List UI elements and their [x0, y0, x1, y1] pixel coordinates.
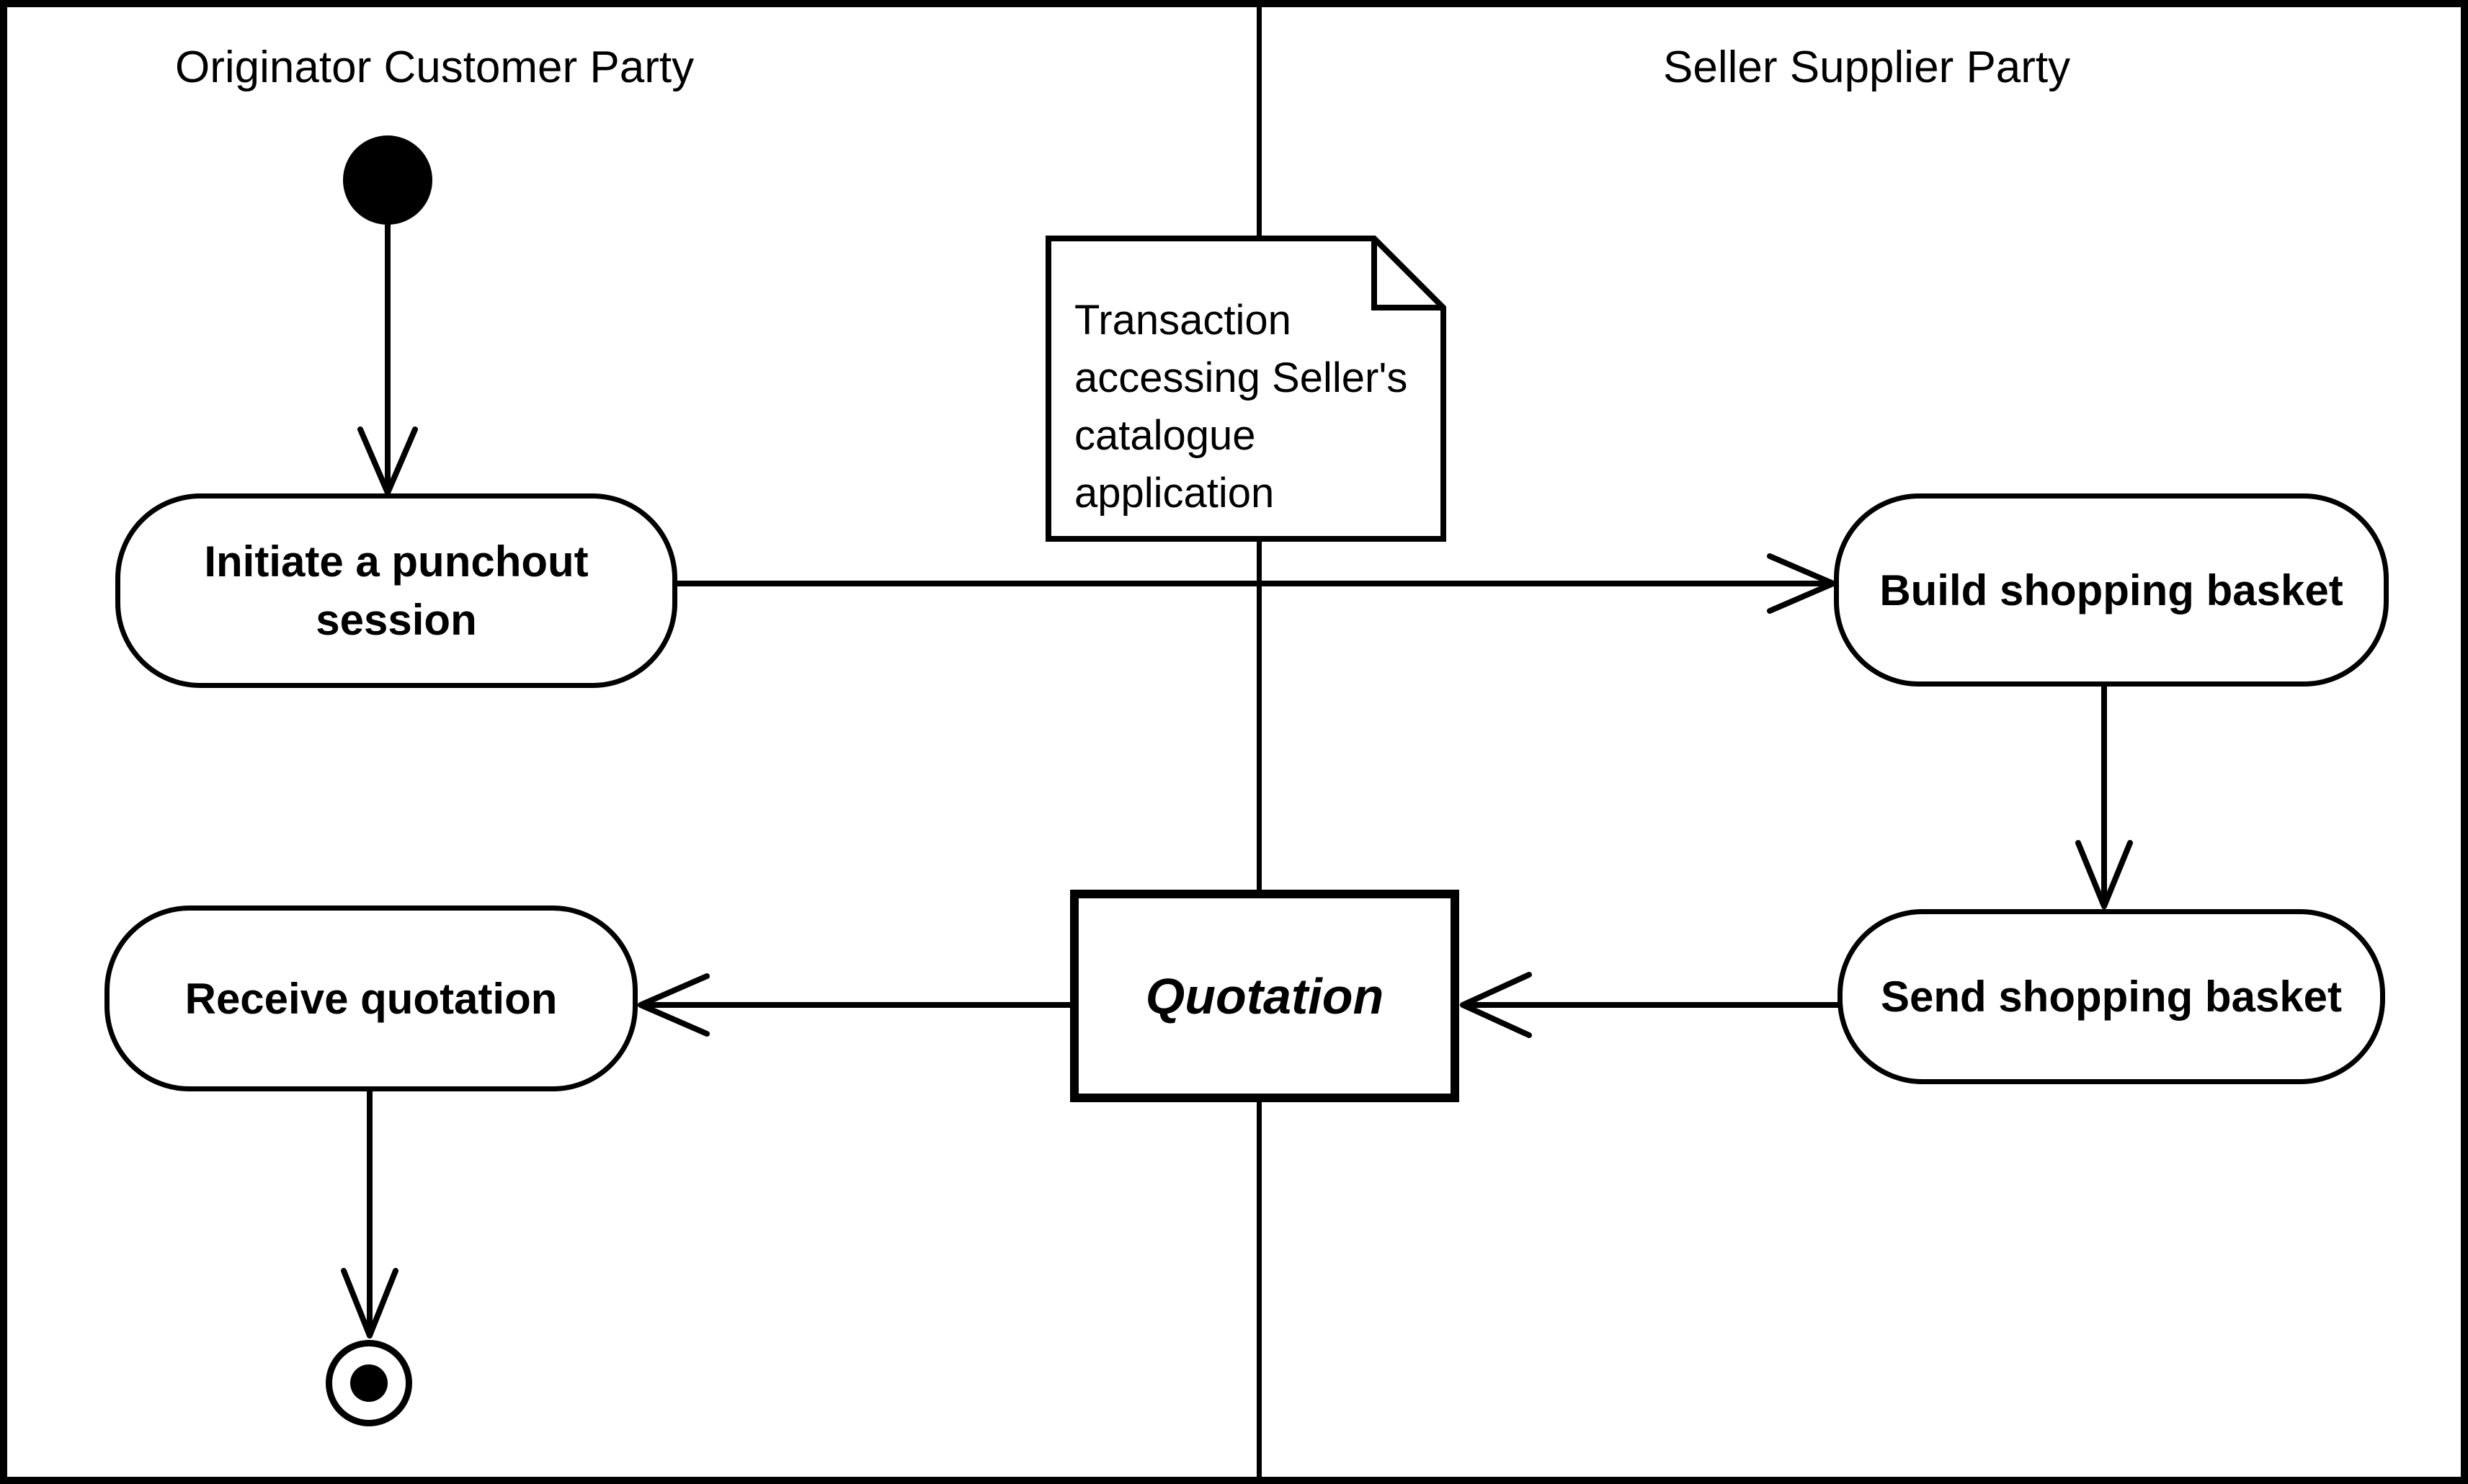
arrowhead-down-icon — [2075, 840, 2133, 909]
note-transaction-comment: Transaction accessing Seller's catalogue… — [1046, 236, 1446, 542]
activity-initiate-punchout-session: Initiate a punchout session — [115, 493, 677, 688]
note-text: Transaction accessing Seller's catalogue… — [1074, 292, 1407, 522]
arrowhead-down-icon — [357, 426, 418, 496]
activity-build-shopping-basket: Build shopping basket — [1834, 493, 2389, 687]
arrowhead-left-icon — [638, 973, 710, 1037]
activity-label: Build shopping basket — [1879, 566, 2343, 614]
arrowhead-left-icon — [1460, 972, 1532, 1038]
initial-state-node — [343, 135, 432, 225]
lane-title-originator: Originator Customer Party — [175, 43, 695, 92]
note-fold-icon — [1371, 238, 1443, 310]
arrowhead-down-icon — [341, 1268, 398, 1338]
swimlane-divider — [1257, 0, 1262, 1484]
activity-send-shopping-basket: Send shopping basket — [1837, 909, 2385, 1084]
activity-label: Send shopping basket — [1880, 973, 2343, 1021]
edge-quotation-to-receive — [638, 973, 1074, 1037]
edge-send-to-quotation — [1460, 972, 1842, 1038]
activity-label: Initiate a punchout session — [204, 537, 589, 644]
note-shape — [1046, 236, 1446, 542]
object-node-quotation: Quotation — [1070, 890, 1459, 1102]
edge-receive-to-end — [341, 1087, 398, 1338]
activity-receive-quotation: Receive quotation — [104, 906, 638, 1091]
arrowhead-right-icon — [1767, 553, 1836, 614]
note-line: accessing Seller's — [1074, 354, 1408, 401]
note-line: application — [1074, 470, 1275, 517]
object-label: Quotation — [1145, 967, 1384, 1024]
final-state-node — [326, 1340, 412, 1426]
note-body — [1046, 236, 1446, 542]
edge-start-to-initiate — [357, 219, 418, 496]
lane-title-seller: Seller Supplier Party — [1663, 43, 2071, 92]
final-state-dot — [350, 1364, 388, 1402]
note-line: Transaction — [1074, 297, 1291, 344]
edge-initiate-to-build — [671, 553, 1836, 614]
edge-build-to-send — [2075, 684, 2133, 909]
note-line: catalogue — [1074, 412, 1256, 459]
activity-label: Receive quotation — [184, 974, 558, 1023]
